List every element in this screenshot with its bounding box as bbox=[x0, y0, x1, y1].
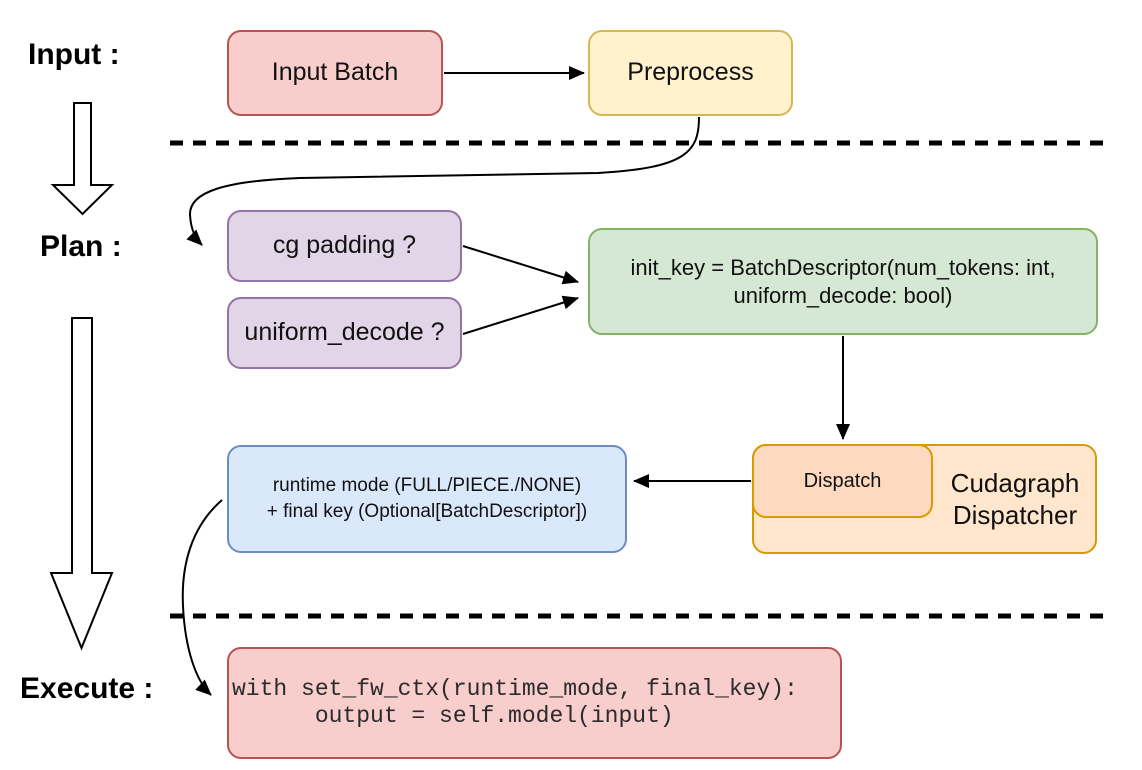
node-runtime-mode-line2: + final key (Optional[BatchDescriptor]) bbox=[266, 501, 588, 522]
node-execute-code-line2: output = self.model(input) bbox=[232, 703, 674, 729]
node-uniform-decode: uniform_decode ? bbox=[227, 297, 462, 369]
stage-label-execute: Execute : bbox=[20, 672, 154, 705]
stage-arrow-plan-to-execute bbox=[49, 317, 114, 651]
edge-runtime-mode-to-execute-code bbox=[181, 499, 223, 696]
node-preprocess: Preprocess bbox=[588, 30, 793, 116]
node-cg-padding-label: cg padding ? bbox=[272, 231, 417, 260]
node-init-key: init_key = BatchDescriptor(num_tokens: i… bbox=[588, 228, 1098, 335]
node-dispatch: Dispatch bbox=[752, 444, 933, 518]
stage-arrow-input-to-plan bbox=[50, 102, 115, 216]
stage-label-input: Input : bbox=[28, 38, 120, 71]
node-runtime-mode: runtime mode (FULL/PIECE./NONE) + final … bbox=[227, 445, 627, 553]
node-input-batch: Input Batch bbox=[227, 30, 443, 116]
edge-uniform-decode-to-init-key bbox=[462, 295, 579, 335]
stage-label-plan: Plan : bbox=[40, 230, 122, 263]
node-preprocess-label: Preprocess bbox=[627, 58, 754, 87]
node-runtime-mode-line1: runtime mode (FULL/PIECE./NONE) bbox=[272, 475, 582, 496]
node-uniform-decode-label: uniform_decode ? bbox=[244, 318, 445, 347]
edge-cg-padding-to-init-key bbox=[462, 245, 579, 285]
node-input-batch-label: Input Batch bbox=[271, 58, 399, 87]
node-init-key-line2: uniform_decode: bool) bbox=[733, 282, 953, 308]
node-cudagraph-dispatcher-line2: Dispatcher bbox=[952, 500, 1078, 530]
edge-preprocess-to-cg-padding bbox=[186, 116, 700, 246]
node-dispatch-label: Dispatch bbox=[803, 469, 882, 492]
node-cg-padding: cg padding ? bbox=[227, 210, 462, 282]
node-cudagraph-dispatcher-line1: Cudagraph bbox=[950, 468, 1080, 498]
node-init-key-line1: init_key = BatchDescriptor(num_tokens: i… bbox=[630, 254, 1056, 280]
node-execute-code: with set_fw_ctx(runtime_mode, final_key)… bbox=[227, 647, 842, 759]
node-execute-code-line1: with set_fw_ctx(runtime_mode, final_key)… bbox=[232, 676, 798, 702]
